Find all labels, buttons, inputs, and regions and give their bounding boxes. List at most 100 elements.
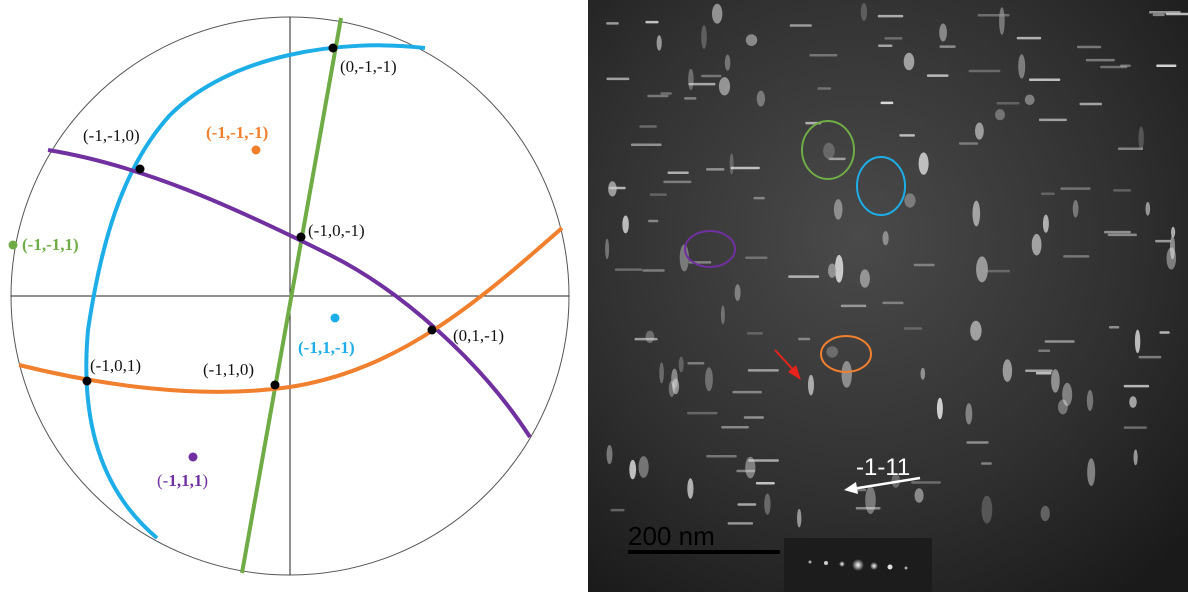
precipitate <box>743 416 764 419</box>
precipitate <box>1035 372 1052 375</box>
precipitate <box>1104 230 1131 234</box>
intersection-dot <box>270 380 280 390</box>
precipitate <box>939 45 956 48</box>
precipitate <box>1040 505 1050 522</box>
precipitate <box>639 125 657 128</box>
diffraction-spot <box>839 561 845 567</box>
precipitate <box>1029 78 1061 81</box>
precipitate <box>734 284 741 301</box>
precipitate <box>828 157 846 161</box>
precipitate <box>606 77 630 81</box>
precipitate <box>1134 329 1141 354</box>
precipitate <box>970 320 982 341</box>
precipitate-features <box>605 3 1188 528</box>
intersection-label: (-1,1,0) <box>203 360 254 379</box>
precipitate <box>884 37 903 40</box>
precipitate <box>1085 58 1115 62</box>
precipitate <box>656 35 662 51</box>
pole-dot-purple <box>188 452 198 462</box>
precipitate <box>642 269 665 272</box>
precipitate <box>1063 255 1090 258</box>
precipitate <box>1025 369 1053 372</box>
diffraction-spot <box>852 559 864 571</box>
diffraction-spot <box>824 561 828 565</box>
precipitate <box>610 508 625 512</box>
precipitate <box>663 180 692 184</box>
precipitate <box>1087 458 1096 487</box>
precipitate <box>1123 384 1150 388</box>
precipitate <box>634 337 658 341</box>
precipitate <box>1018 54 1026 79</box>
precipitate <box>622 215 629 234</box>
precipitate <box>982 269 1010 273</box>
precipitate <box>687 478 694 499</box>
precipitate <box>965 403 973 425</box>
intersection-dot <box>135 164 145 174</box>
precipitate <box>809 54 838 57</box>
intersection-label: (-1,0,-1) <box>308 221 365 240</box>
precipitate <box>1123 426 1147 429</box>
precipitate <box>730 166 760 170</box>
precipitate <box>918 152 929 175</box>
precipitate <box>977 14 1010 17</box>
precipitate <box>920 367 926 380</box>
precipitate <box>630 143 662 146</box>
orange-trace <box>18 226 564 394</box>
green-trace <box>240 17 343 574</box>
stereographic-projection: (0,-1,-1) (-1,-1,0) (-1,0,-1) (0,1,-1) (… <box>8 16 570 576</box>
precipitate <box>1024 94 1035 106</box>
precipitate <box>878 44 893 47</box>
precipitate <box>1159 331 1170 334</box>
precipitate <box>880 101 894 105</box>
precipitate <box>1156 64 1177 67</box>
precipitate <box>638 456 649 478</box>
precipitate <box>939 23 947 42</box>
precipitate <box>966 441 989 444</box>
precipitate <box>705 367 713 392</box>
diffraction-spots <box>808 559 908 571</box>
precipitate <box>727 522 753 525</box>
precipitate <box>882 301 904 305</box>
precipitate <box>834 254 844 283</box>
precipitate <box>701 25 707 49</box>
diffraction-spot <box>904 566 908 570</box>
precipitate <box>736 469 756 473</box>
precipitate <box>729 153 734 175</box>
precipitate <box>706 455 737 458</box>
pole-dot-orange <box>251 145 261 155</box>
precipitate <box>706 168 725 171</box>
intersection-dot <box>82 376 92 386</box>
precipitate <box>764 493 771 515</box>
precipitate <box>833 199 843 220</box>
precipitate <box>724 54 731 71</box>
precipitate <box>687 362 705 365</box>
precipitate <box>649 193 667 196</box>
precipitate <box>981 462 992 465</box>
precipitate <box>659 362 664 384</box>
precipitate <box>753 196 765 200</box>
micrograph-background <box>588 0 1188 592</box>
precipitate <box>667 171 689 174</box>
precipitate <box>609 186 626 190</box>
pole-label-purple-suffix: ) <box>202 471 208 490</box>
precipitate <box>797 509 802 528</box>
intersection-dot <box>328 43 338 53</box>
highlight-ellipse-purple <box>684 230 736 268</box>
precipitate <box>936 397 943 420</box>
purple-trace <box>47 148 532 439</box>
precipitate <box>1100 65 1128 69</box>
precipitate <box>605 238 610 260</box>
diffraction-spot <box>808 560 812 564</box>
precipitate <box>1120 64 1131 67</box>
pole-dot-blue <box>330 313 340 323</box>
precipitate <box>746 332 763 335</box>
scale-bar-label: 200 nm <box>628 521 715 551</box>
precipitate <box>721 426 749 429</box>
precipitate <box>1039 118 1067 122</box>
precipitate <box>1051 369 1060 393</box>
precipitate <box>678 356 684 373</box>
precipitate <box>745 456 756 479</box>
precipitate <box>903 327 923 330</box>
precipitate <box>606 445 613 465</box>
precipitate <box>1170 235 1175 260</box>
